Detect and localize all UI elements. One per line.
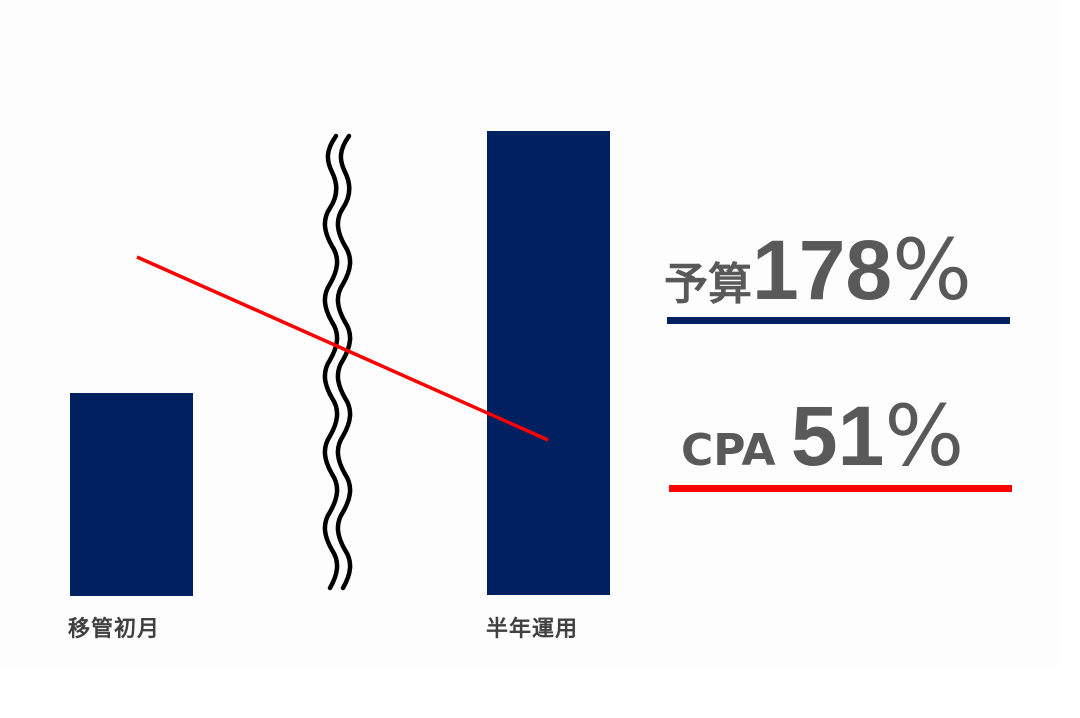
bar-first-month [70,393,193,596]
budget-metric: 予算178% [664,228,972,312]
cpa-value: 51 [790,389,885,483]
budget-percent: % [892,221,972,319]
budget-label: 予算 [664,259,752,310]
category-label-first-month: 移管初月 [68,617,161,642]
cpa-label: CPA [681,425,791,476]
cpa-underline [669,485,1012,492]
cpa-metric: CPA 51% [681,394,964,478]
budget-underline [667,317,1010,324]
category-label-half-year: 半年運用 [486,617,579,642]
budget-value: 178 [752,223,893,317]
cpa-percent: % [884,387,965,485]
bar-half-year [487,131,610,595]
